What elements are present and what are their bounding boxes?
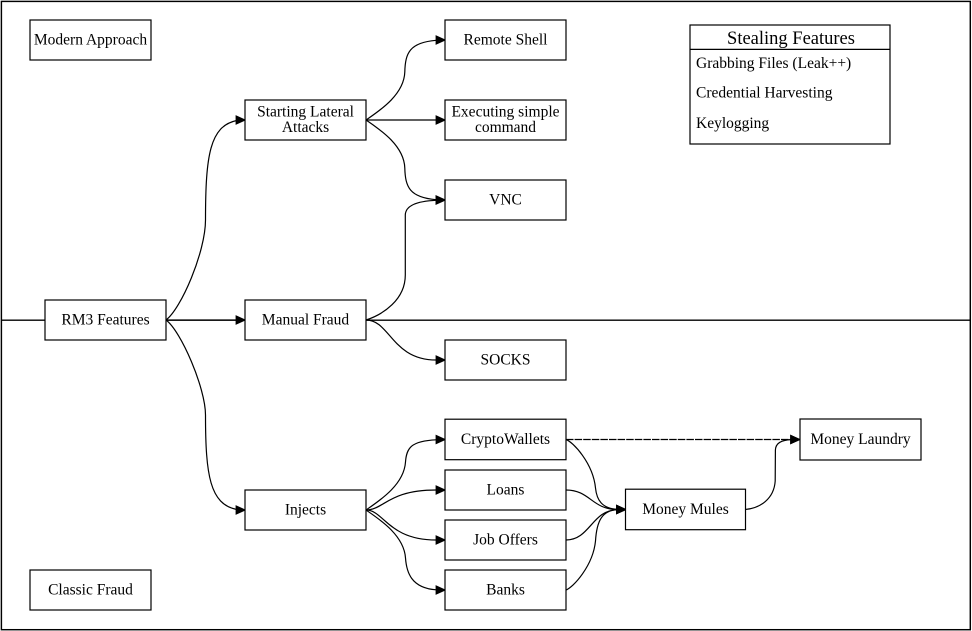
svg-text:Credential Harvesting: Credential Harvesting <box>696 85 833 102</box>
svg-text:Loans: Loans <box>487 482 525 499</box>
svg-text:Stealing Features: Stealing Features <box>727 29 855 49</box>
svg-text:Banks: Banks <box>486 582 525 599</box>
svg-text:Starting Lateral: Starting Lateral <box>257 103 354 120</box>
svg-text:VNC: VNC <box>489 192 522 209</box>
svg-text:RM3 Features: RM3 Features <box>61 312 149 329</box>
svg-text:SOCKS: SOCKS <box>481 352 531 369</box>
svg-text:Money Mules: Money Mules <box>642 501 729 518</box>
svg-text:Grabbing Files (Leak++): Grabbing Files (Leak++) <box>696 55 851 72</box>
svg-text:Keylogging: Keylogging <box>696 115 769 132</box>
svg-text:Modern Approach: Modern Approach <box>34 32 147 49</box>
svg-text:Job Offers: Job Offers <box>473 532 538 549</box>
svg-text:Remote Shell: Remote Shell <box>464 32 548 49</box>
svg-text:CryptoWallets: CryptoWallets <box>461 431 550 448</box>
svg-text:Injects: Injects <box>285 502 326 519</box>
svg-text:command: command <box>475 119 536 136</box>
svg-text:Executing simple: Executing simple <box>451 103 559 120</box>
svg-text:Money Laundry: Money Laundry <box>810 431 911 448</box>
svg-text:Manual Fraud: Manual Fraud <box>262 312 350 329</box>
svg-text:Classic Fraud: Classic Fraud <box>48 582 133 599</box>
svg-text:Attacks: Attacks <box>282 119 329 136</box>
